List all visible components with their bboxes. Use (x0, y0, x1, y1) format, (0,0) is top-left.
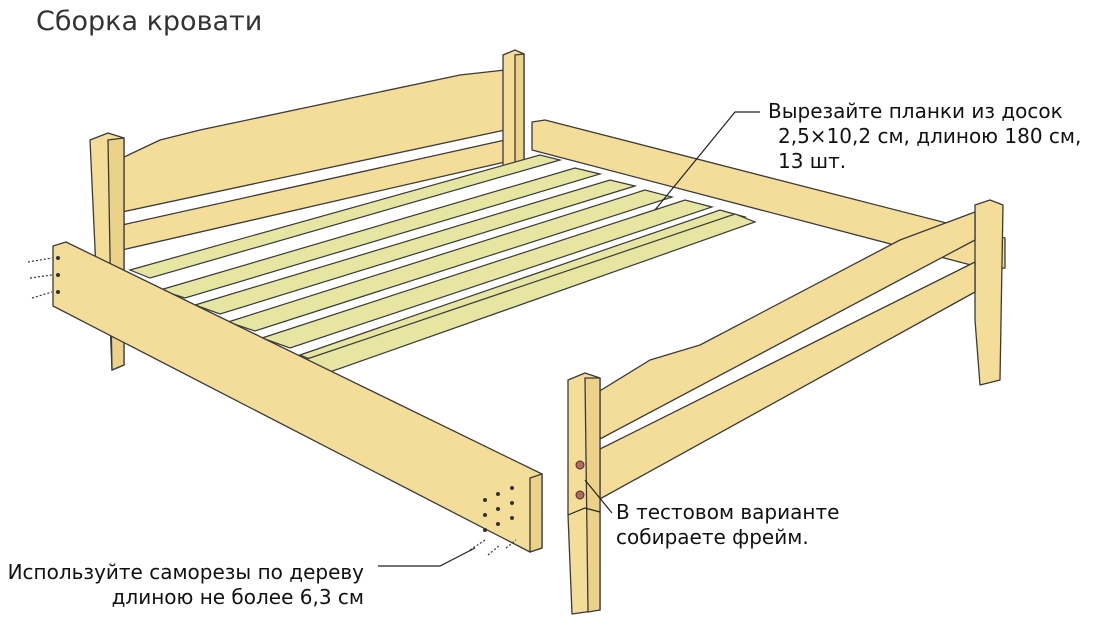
screws (27, 257, 517, 556)
left-side-rail-end (529, 473, 543, 553)
screws-note: Используйте саморезы по дереву длиною не… (8, 560, 364, 610)
slat (128, 154, 563, 279)
frame-note: В тестовом варианте собираете фрейм. (616, 500, 839, 550)
screw-holes (56, 256, 514, 532)
frame-callout-line (584, 479, 613, 514)
right-side-rail (531, 119, 1006, 271)
slats-callout-line (654, 111, 760, 211)
note-line: 2,5×10,2 см, длиною 180 см, (778, 124, 1082, 148)
slats (128, 154, 757, 373)
screws-callout-line (378, 547, 476, 567)
footboard-left-post-side (584, 377, 601, 613)
slat (226, 189, 675, 332)
note-line: Используйте саморезы по дереву (7, 560, 364, 584)
footboard-top-board (597, 211, 976, 441)
slat (193, 179, 638, 315)
footboard (567, 199, 1004, 615)
note-line: длиною не более 6,3 см (111, 585, 364, 609)
footboard-right-leg (974, 199, 1004, 386)
slat (260, 199, 715, 349)
note-line: 13 шт. (778, 149, 847, 173)
note-line: В тестовом варианте (616, 500, 840, 524)
headboard-top-panel (121, 69, 506, 213)
note-line: Вырезайте планки из досок (768, 99, 1063, 123)
headboard-right-post-side (514, 53, 525, 169)
slats-note: Вырезайте планки из досок 2,5×10,2 см, д… (768, 99, 1081, 174)
note-line: собираете фрейм. (616, 525, 809, 549)
page-title: Сборка кровати (36, 6, 263, 37)
